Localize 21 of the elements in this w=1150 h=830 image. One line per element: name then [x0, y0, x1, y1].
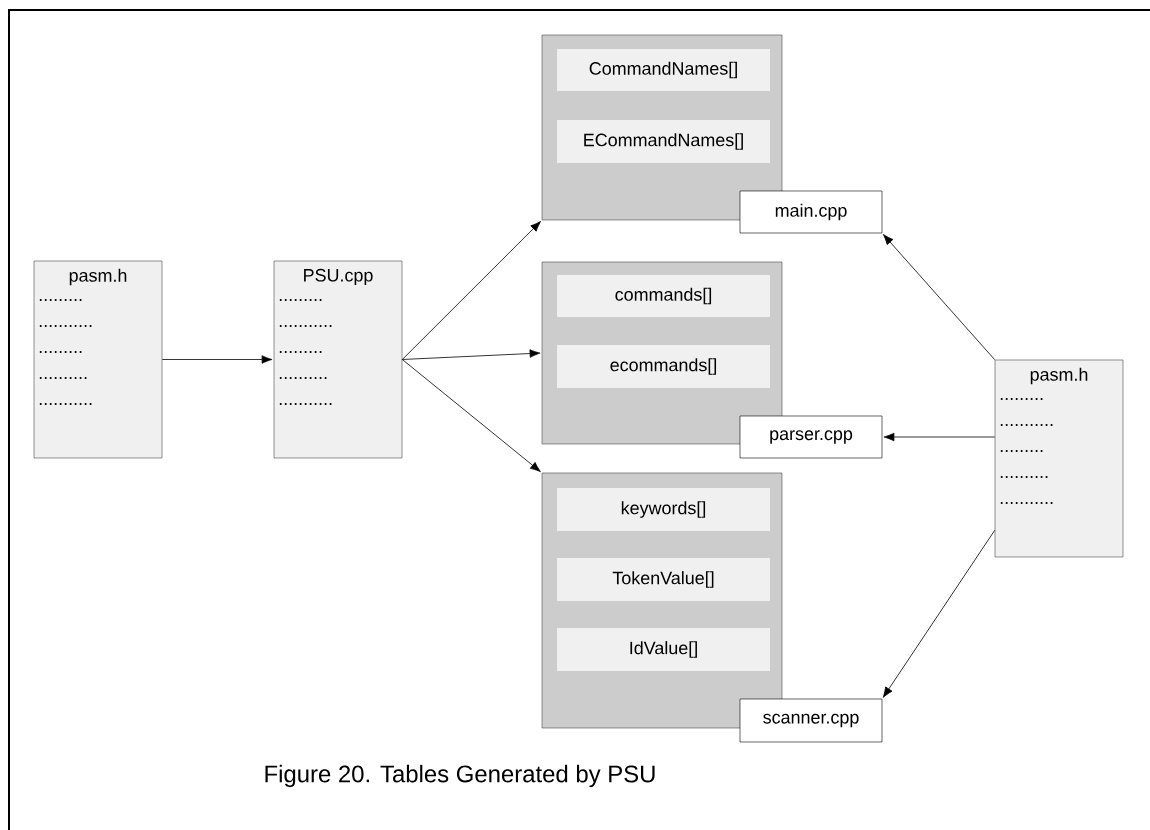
file-label-box: scanner.cpp [739, 698, 883, 743]
figure-caption: Figure 20. Tables Generated by PSU [265, 764, 655, 788]
file-label-box: parser.cpp [739, 415, 883, 459]
arrow [401, 359, 541, 473]
table-box: commands[] [557, 275, 770, 317]
file-box: pasm.h ......... ........... ......... .......... ........... [33, 260, 163, 459]
table-box: ecommands[] [557, 345, 770, 388]
arrow [883, 432, 996, 442]
arrow [161, 355, 273, 364]
file-label-box: main.cpp [739, 190, 883, 234]
table-box: CommandNames[] [557, 49, 770, 91]
table-box: keywords[] [557, 488, 770, 531]
table-box: IdValue[] [557, 628, 770, 671]
file-box: pasm.h ......... ........... ......... .......... ........... [994, 359, 1124, 558]
arrow [401, 221, 541, 360]
arrow [882, 529, 996, 698]
arrow [883, 234, 996, 361]
arrow [401, 349, 541, 360]
file-box: PSU.cpp ......... ........... ......... .......... ........... [273, 260, 403, 459]
table-box: TokenValue[] [557, 558, 770, 601]
table-box: ECommandNames[] [557, 120, 770, 163]
